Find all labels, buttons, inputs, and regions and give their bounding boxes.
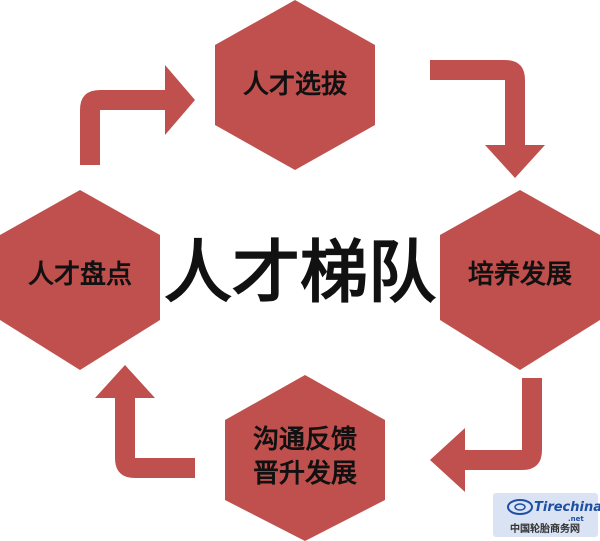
hexagon-bottom (225, 375, 385, 541)
node-label-bottom-line2: 晋升发展 (253, 458, 357, 489)
center-title: 人才梯队 (164, 234, 437, 313)
arrow-left-to-top-head (165, 65, 195, 135)
watermark-caption: 中国轮胎商务网 (510, 522, 580, 535)
arrow-bottom-to-left (115, 398, 195, 478)
hexagon-left (0, 190, 160, 370)
arrow-left-to-top (80, 90, 165, 165)
arrow-top-to-right (430, 60, 525, 145)
node-label-left: 人才盘点 (28, 259, 132, 290)
arrow-bottom-to-left-head (95, 365, 155, 398)
watermark-brand: Tirechina (534, 500, 600, 515)
hexagon-right (440, 190, 600, 370)
node-label-top: 人才选拔 (243, 70, 348, 100)
arrow-top-to-right-head (485, 145, 545, 178)
tirechina-logo-icon (507, 499, 533, 515)
hexagon-top (215, 0, 375, 170)
arrow-right-to-bottom (465, 378, 542, 470)
watermark: Tirechina .net 中国轮胎商务网 (493, 493, 600, 537)
node-label-bottom-line1: 沟通反馈 (253, 425, 357, 455)
arrow-right-to-bottom-head (430, 428, 465, 492)
node-label-right: 培养发展 (468, 259, 572, 290)
watermark-domain: .net (568, 515, 584, 523)
